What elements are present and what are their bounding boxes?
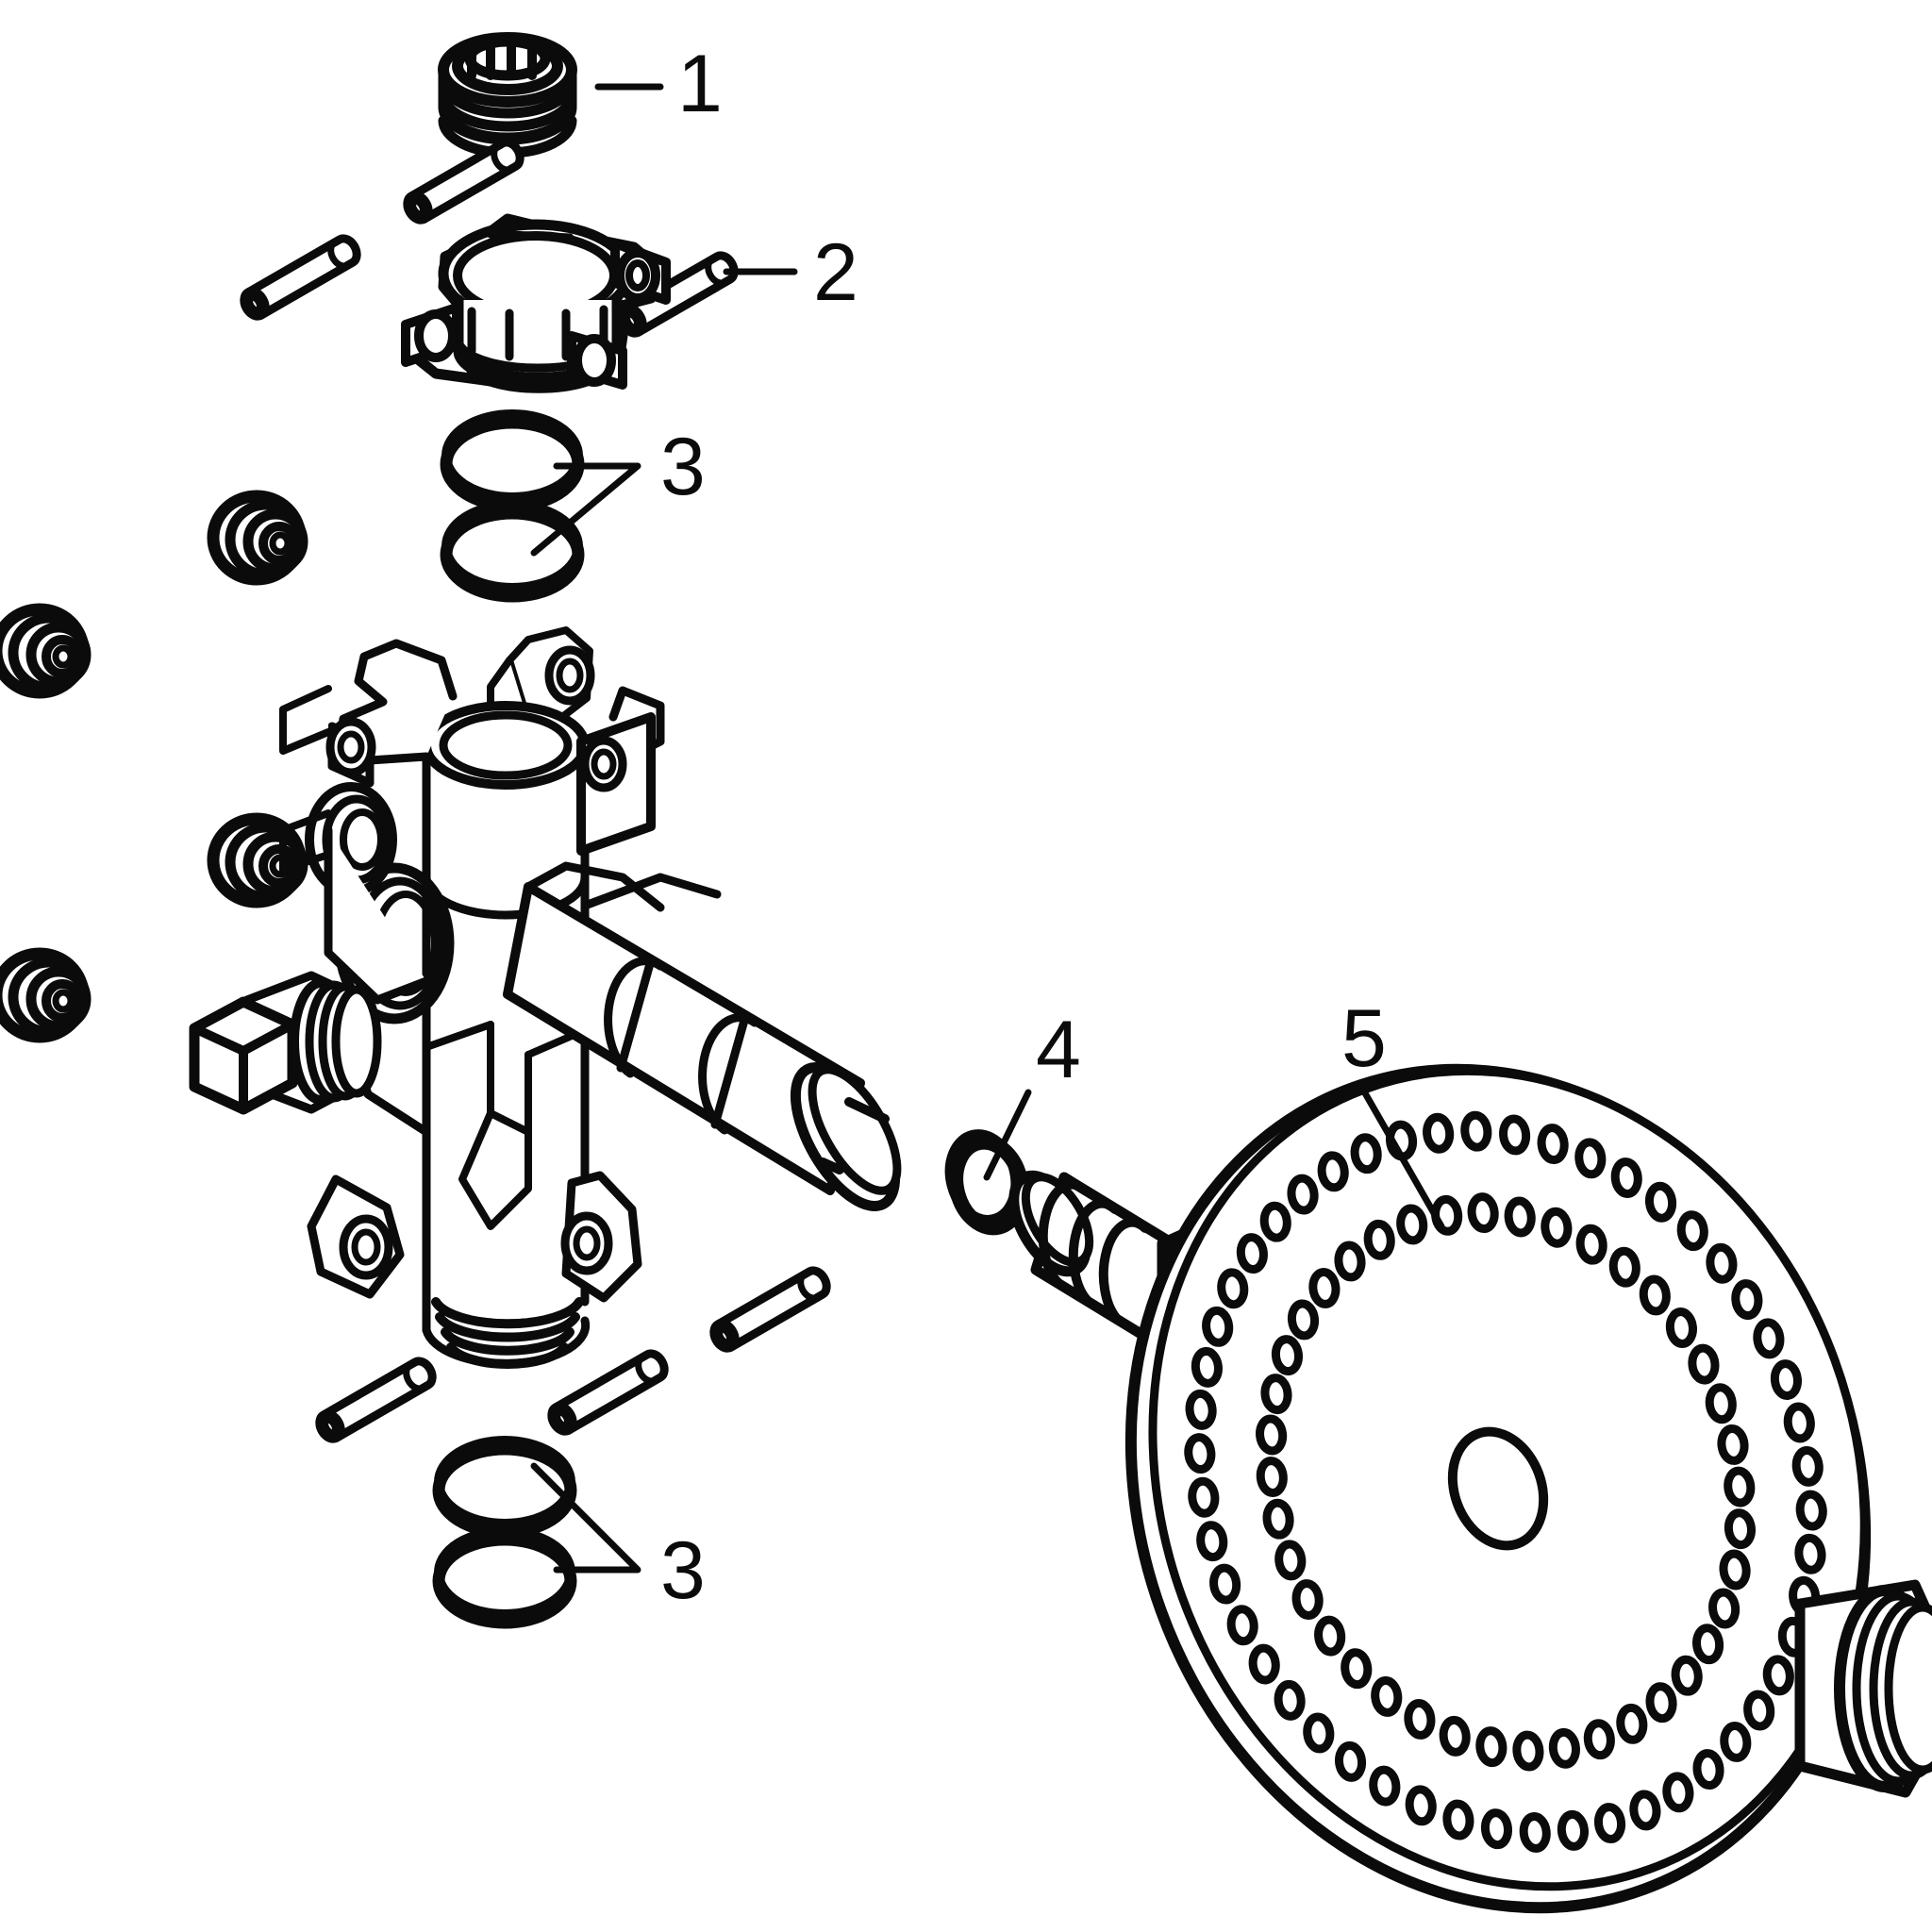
part-perforated-disc <box>1124 1063 1872 1914</box>
leader-line-3-upper <box>530 462 641 557</box>
callout-labels: 1 2 3 4 5 3 <box>660 39 1387 1616</box>
part-o-ring-upper-a <box>446 414 578 506</box>
part-filter-plug-1 <box>213 496 303 579</box>
part-roll-pin-lower-left <box>315 1357 436 1442</box>
part-roll-pin-lower-mid <box>547 1350 668 1435</box>
part-filter-plug-4 <box>0 954 86 1037</box>
part-threaded-collar <box>1794 1579 1932 1798</box>
leader-line-5 <box>1357 1081 1445 1230</box>
part-o-ring-upper-b <box>446 505 578 596</box>
part-valve-body <box>279 626 722 1369</box>
leader-line-3-lower <box>530 1462 641 1574</box>
part-filter-plug-2 <box>0 609 86 692</box>
part-square-head-plug <box>189 971 382 1115</box>
leader-line-4 <box>983 1089 1032 1181</box>
callout-3-lower: 3 <box>660 1525 706 1616</box>
callout-2: 2 <box>813 227 858 318</box>
callout-4: 4 <box>1036 1005 1081 1095</box>
callout-5: 5 <box>1341 993 1387 1084</box>
part-threaded-ring-nut <box>438 32 577 158</box>
callout-1: 1 <box>677 39 723 129</box>
part-cartridge-sleeve <box>503 861 902 1212</box>
part-roll-pin-left <box>240 235 360 320</box>
part-cross-bracket <box>401 213 671 393</box>
callout-3-upper: 3 <box>660 422 706 512</box>
part-o-ring-lower-b <box>439 1531 571 1623</box>
part-roll-pin-lower-right <box>709 1267 830 1352</box>
part-roll-pin-top <box>403 139 524 224</box>
